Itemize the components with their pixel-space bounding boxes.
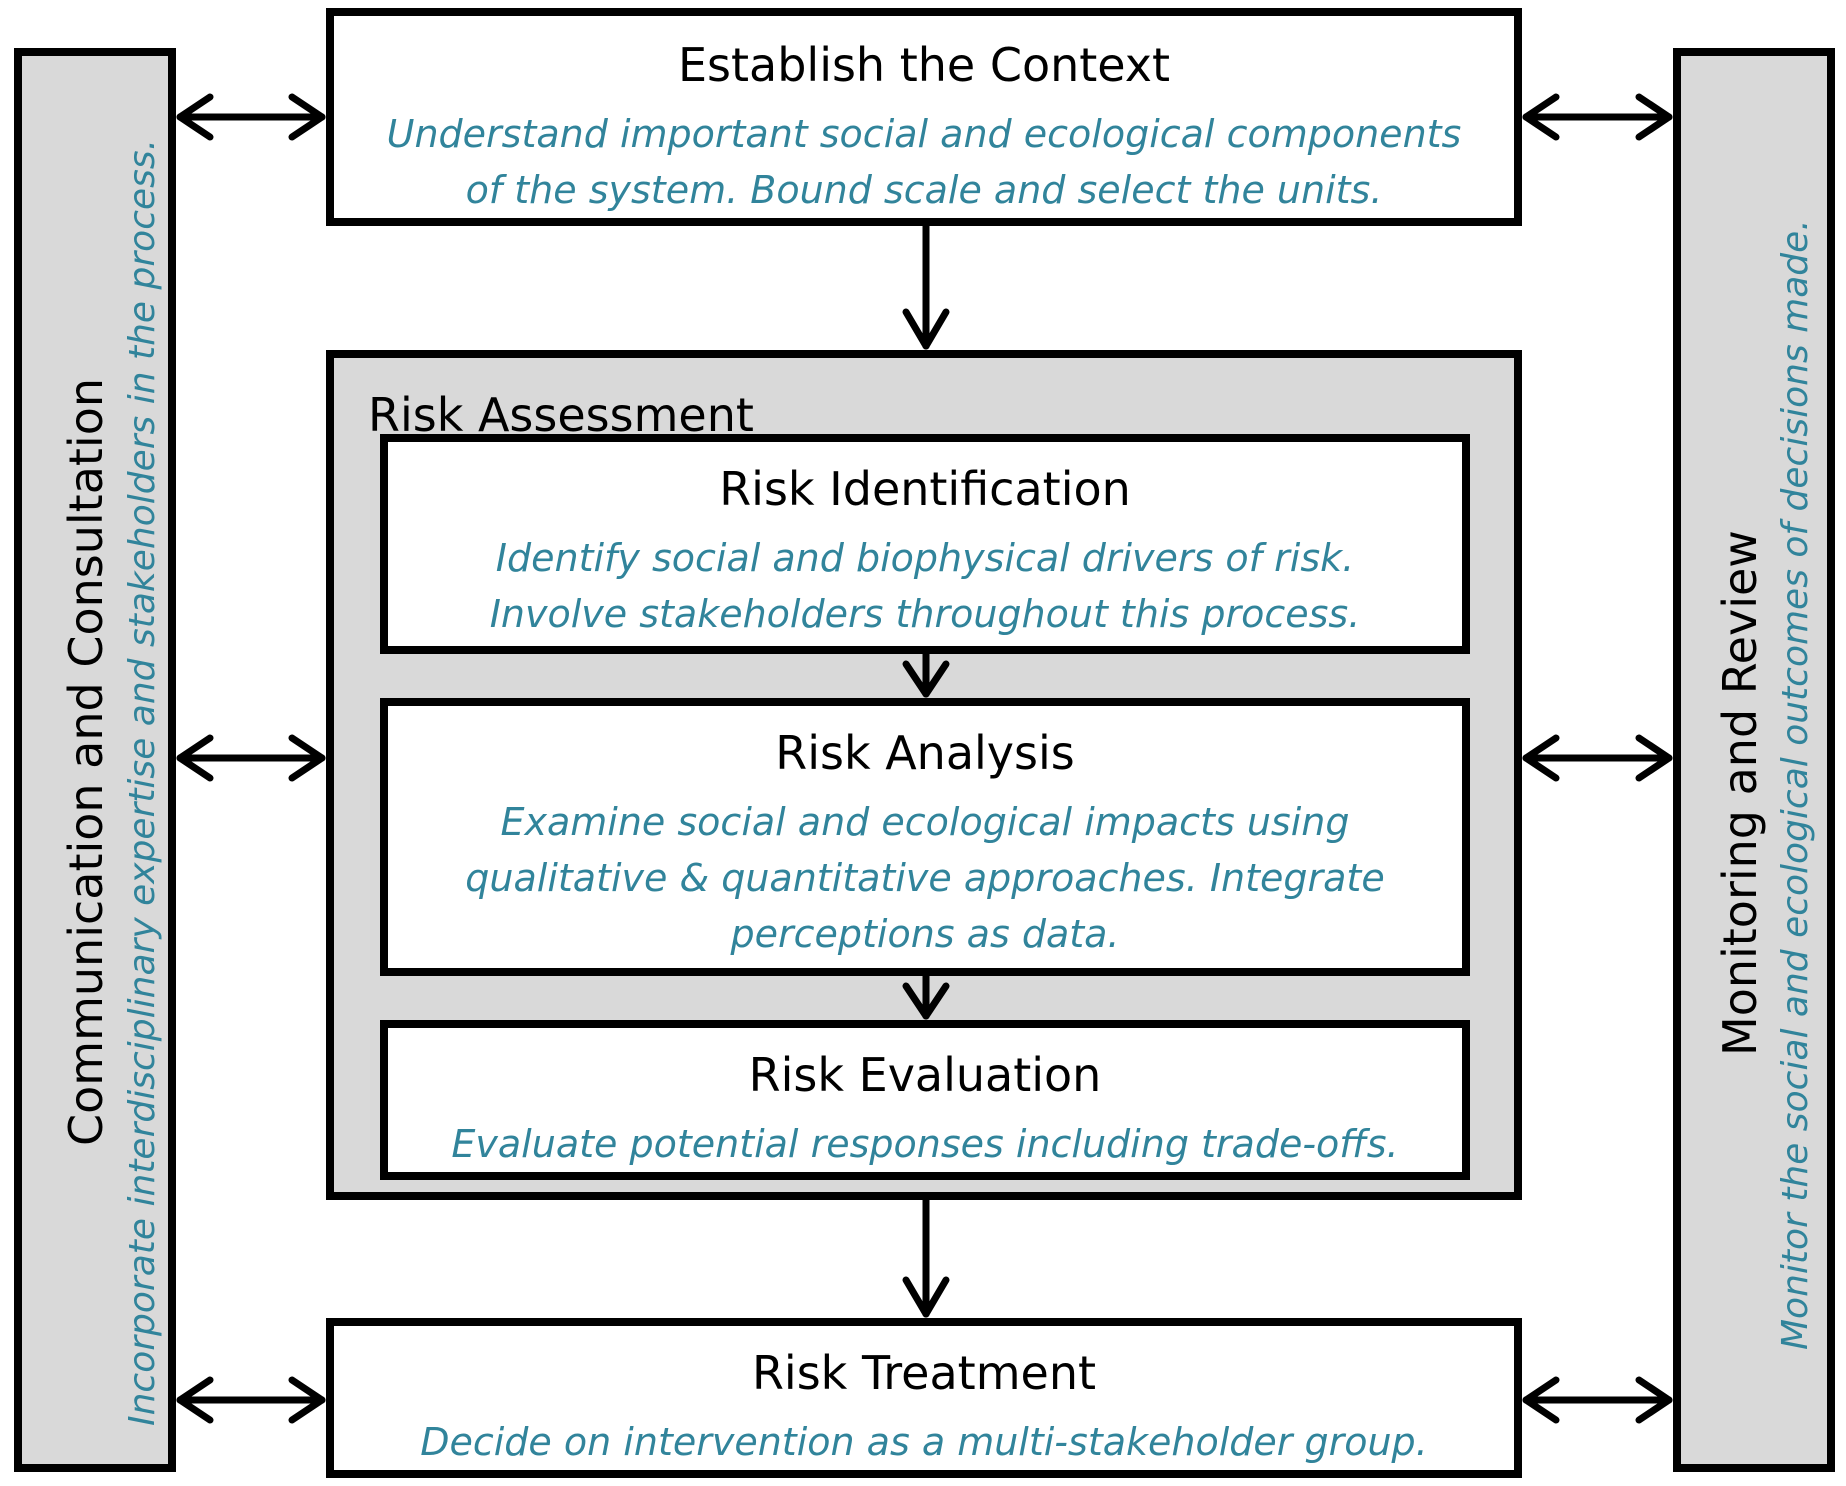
risk-treatment-title: Risk Treatment (751, 1346, 1097, 1400)
risk-evaluation-description: Evaluate potential responses including t… (451, 1122, 1399, 1166)
communication-panel: Communication and Consultation Incorpora… (14, 48, 176, 1472)
arrow-left-assessment (176, 734, 326, 782)
arrow-assessment-to-treatment (902, 1196, 950, 1318)
risk-analysis-title: Risk Analysis (775, 726, 1075, 780)
risk-evaluation-box: Risk Evaluation Evaluate potential respo… (380, 1020, 1470, 1180)
risk-treatment-description: Decide on intervention as a multi-stakeh… (420, 1420, 1428, 1464)
risk-identification-title: Risk Identification (719, 462, 1131, 516)
risk-analysis-box: Risk Analysis Examine social and ecologi… (380, 698, 1470, 976)
context-box: Establish the Context Understand importa… (326, 8, 1522, 226)
arrow-identification-to-analysis (902, 650, 950, 698)
monitoring-panel: Monitoring and Review Monitor the social… (1673, 48, 1835, 1472)
arrow-right-assessment (1522, 734, 1673, 782)
arrow-left-context (176, 93, 326, 141)
risk-identification-box: Risk Identification Identify social and … (380, 434, 1470, 654)
risk-evaluation-title: Risk Evaluation (748, 1048, 1102, 1102)
risk-assessment-title: Risk Assessment (368, 388, 754, 442)
risk-identification-description: Identify social and biophysical drivers … (489, 536, 1361, 636)
arrow-context-to-assessment (902, 222, 950, 350)
arrow-right-context (1522, 93, 1673, 141)
arrow-right-treatment (1522, 1376, 1673, 1424)
arrow-analysis-to-evaluation (902, 972, 950, 1020)
risk-treatment-box: Risk Treatment Decide on intervention as… (326, 1318, 1522, 1478)
context-title: Establish the Context (677, 38, 1171, 92)
arrow-left-treatment (176, 1376, 326, 1424)
risk-analysis-description: Examine social and ecological impacts us… (465, 800, 1385, 956)
context-description: Understand important social and ecologic… (386, 112, 1462, 212)
